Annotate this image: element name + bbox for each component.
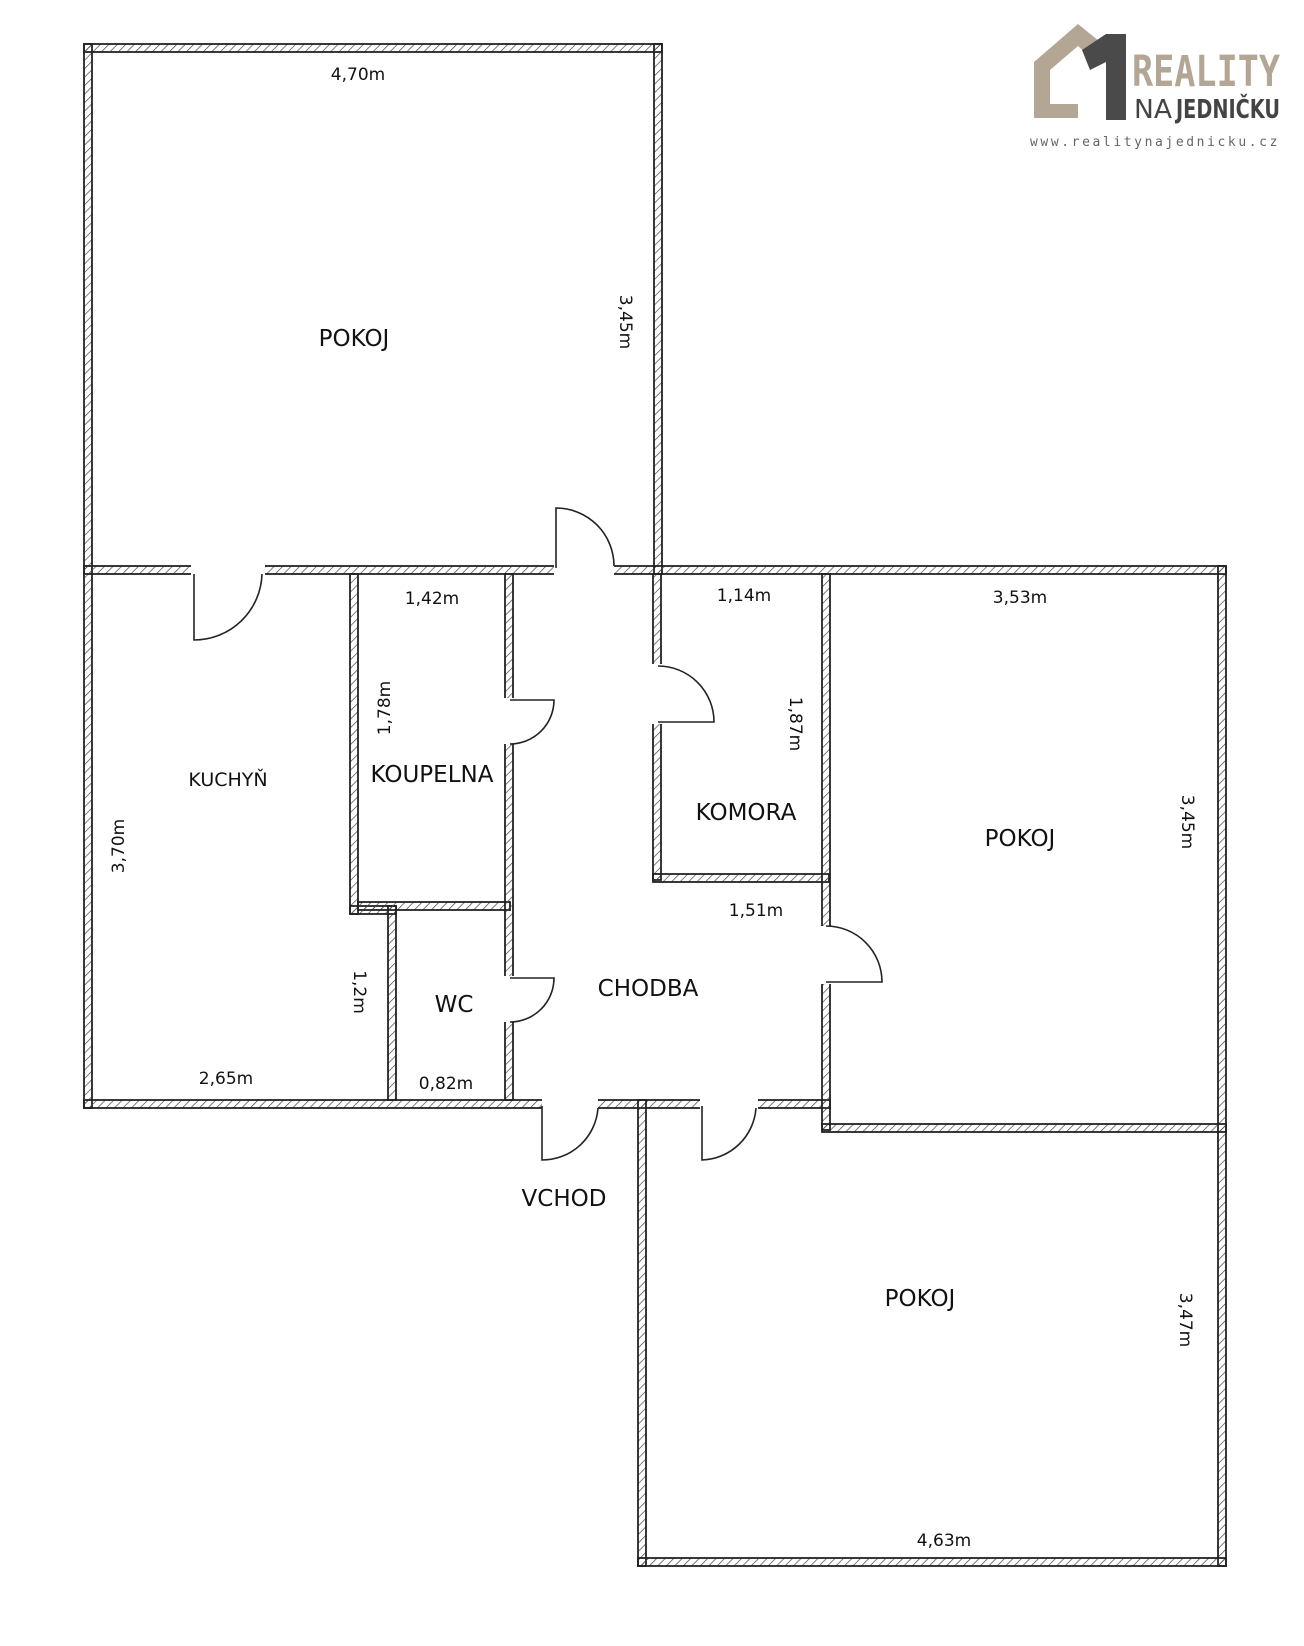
room-label-koupelna: KOUPELNA [371,762,494,788]
logo: REALITY NA JEDNIČKU www.realitynajednick… [1030,24,1280,150]
door-gaps [191,565,831,1109]
wall [357,901,511,911]
door-gap [652,664,662,724]
dimension-label: 4,70m [331,65,385,85]
dimension-label: 4,63m [917,1531,971,1551]
dimension-label: 1,78m [375,681,395,735]
dimension-label: 1,51m [729,901,783,921]
room-label-pokoj-right: POKOJ [985,826,1056,852]
door-gap [504,976,514,1022]
wall [821,573,831,1131]
logo-word-jednicku: JEDNIČKU [1175,93,1280,125]
room-label-vchod: VCHOD [522,1186,607,1212]
number-one-icon [1082,34,1126,120]
door-swing [657,665,715,723]
room-label-pokoj-bottom: POKOJ [885,1286,956,1312]
dimension-label: 3,53m [993,588,1047,608]
wall [504,573,514,1101]
wall [637,1099,647,1567]
door-gap [504,698,514,744]
wall [653,43,663,575]
door-gap [542,1099,598,1109]
door-swing [541,1106,599,1161]
door-gap [700,1099,758,1109]
dimension-label: 3,70m [109,819,129,873]
dimension-label: 3,45m [1177,795,1197,849]
wall [821,1123,1227,1133]
walls [83,43,1227,1567]
room-label-wc: WC [435,992,474,1018]
door-swing [555,507,615,568]
room-label-chodba: CHODBA [598,976,699,1002]
wall [1217,565,1227,1567]
room-label-kuchyn: KUCHYŇ [188,768,267,791]
dimension-label: 3,45m [615,295,635,349]
dimension-label: 1,87m [785,697,805,751]
dimension-label: 1,42m [405,589,459,609]
door-swing [509,977,555,1023]
wall [83,43,93,1109]
door-gap [191,565,265,575]
wall [652,873,830,883]
wall [652,573,662,881]
wall [637,1557,1227,1567]
dimension-label: 0,82m [419,1074,473,1094]
dimension-label: 1,14m [717,586,771,606]
door-swing [825,925,883,983]
doors [193,507,883,1161]
door-gap [821,926,831,984]
room-label-pokoj-top: POKOJ [319,326,390,352]
dimension-label: 1,2m [349,970,369,1014]
logo-url: www.realitynajednicku.cz [1030,135,1280,150]
dimension-label: 3,47m [1175,1293,1195,1347]
logo-word-reality: REALITY [1132,47,1280,97]
house-logo-icon [1034,24,1110,118]
door-swing [193,573,263,641]
wall [387,905,397,1101]
door-swing [509,699,555,745]
door-gap [554,565,614,575]
wall [349,573,359,915]
logo-word-na: NA [1134,95,1172,125]
door-swing [701,1106,757,1161]
wall [83,43,663,53]
dimension-label: 2,65m [199,1069,253,1089]
room-label-komora: KOMORA [696,800,797,826]
